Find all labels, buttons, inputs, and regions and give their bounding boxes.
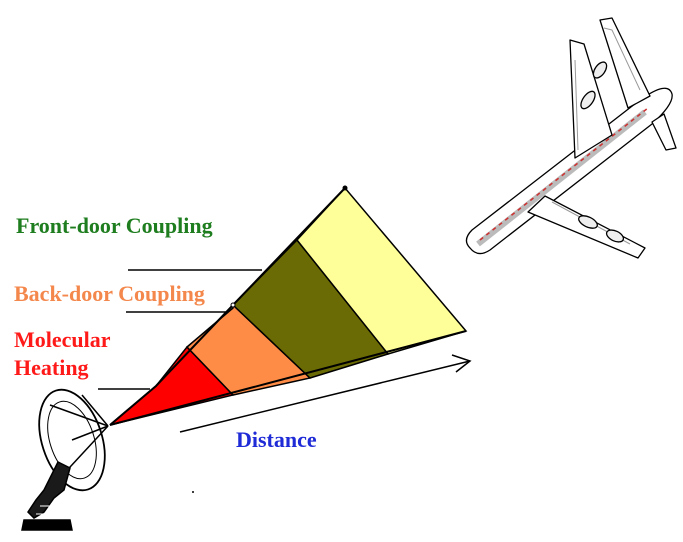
label-distance: Distance (236, 427, 317, 452)
label-back-door-coupling: Back-door Coupling (14, 281, 205, 306)
label-molecular: Molecular (14, 327, 111, 352)
beam-edge-dot (230, 302, 236, 308)
label-front-door-coupling: Front-door Coupling (16, 213, 213, 238)
beam-vertex-dot (342, 185, 348, 191)
distance-arrow (179, 354, 472, 433)
stray-dot (192, 491, 194, 493)
airplane-icon (465, 17, 677, 259)
dish-antenna-icon (21, 388, 109, 531)
beam-upper-edge (109, 187, 346, 426)
beam-lower-edge (109, 330, 467, 426)
label-heating: Heating (14, 355, 89, 380)
